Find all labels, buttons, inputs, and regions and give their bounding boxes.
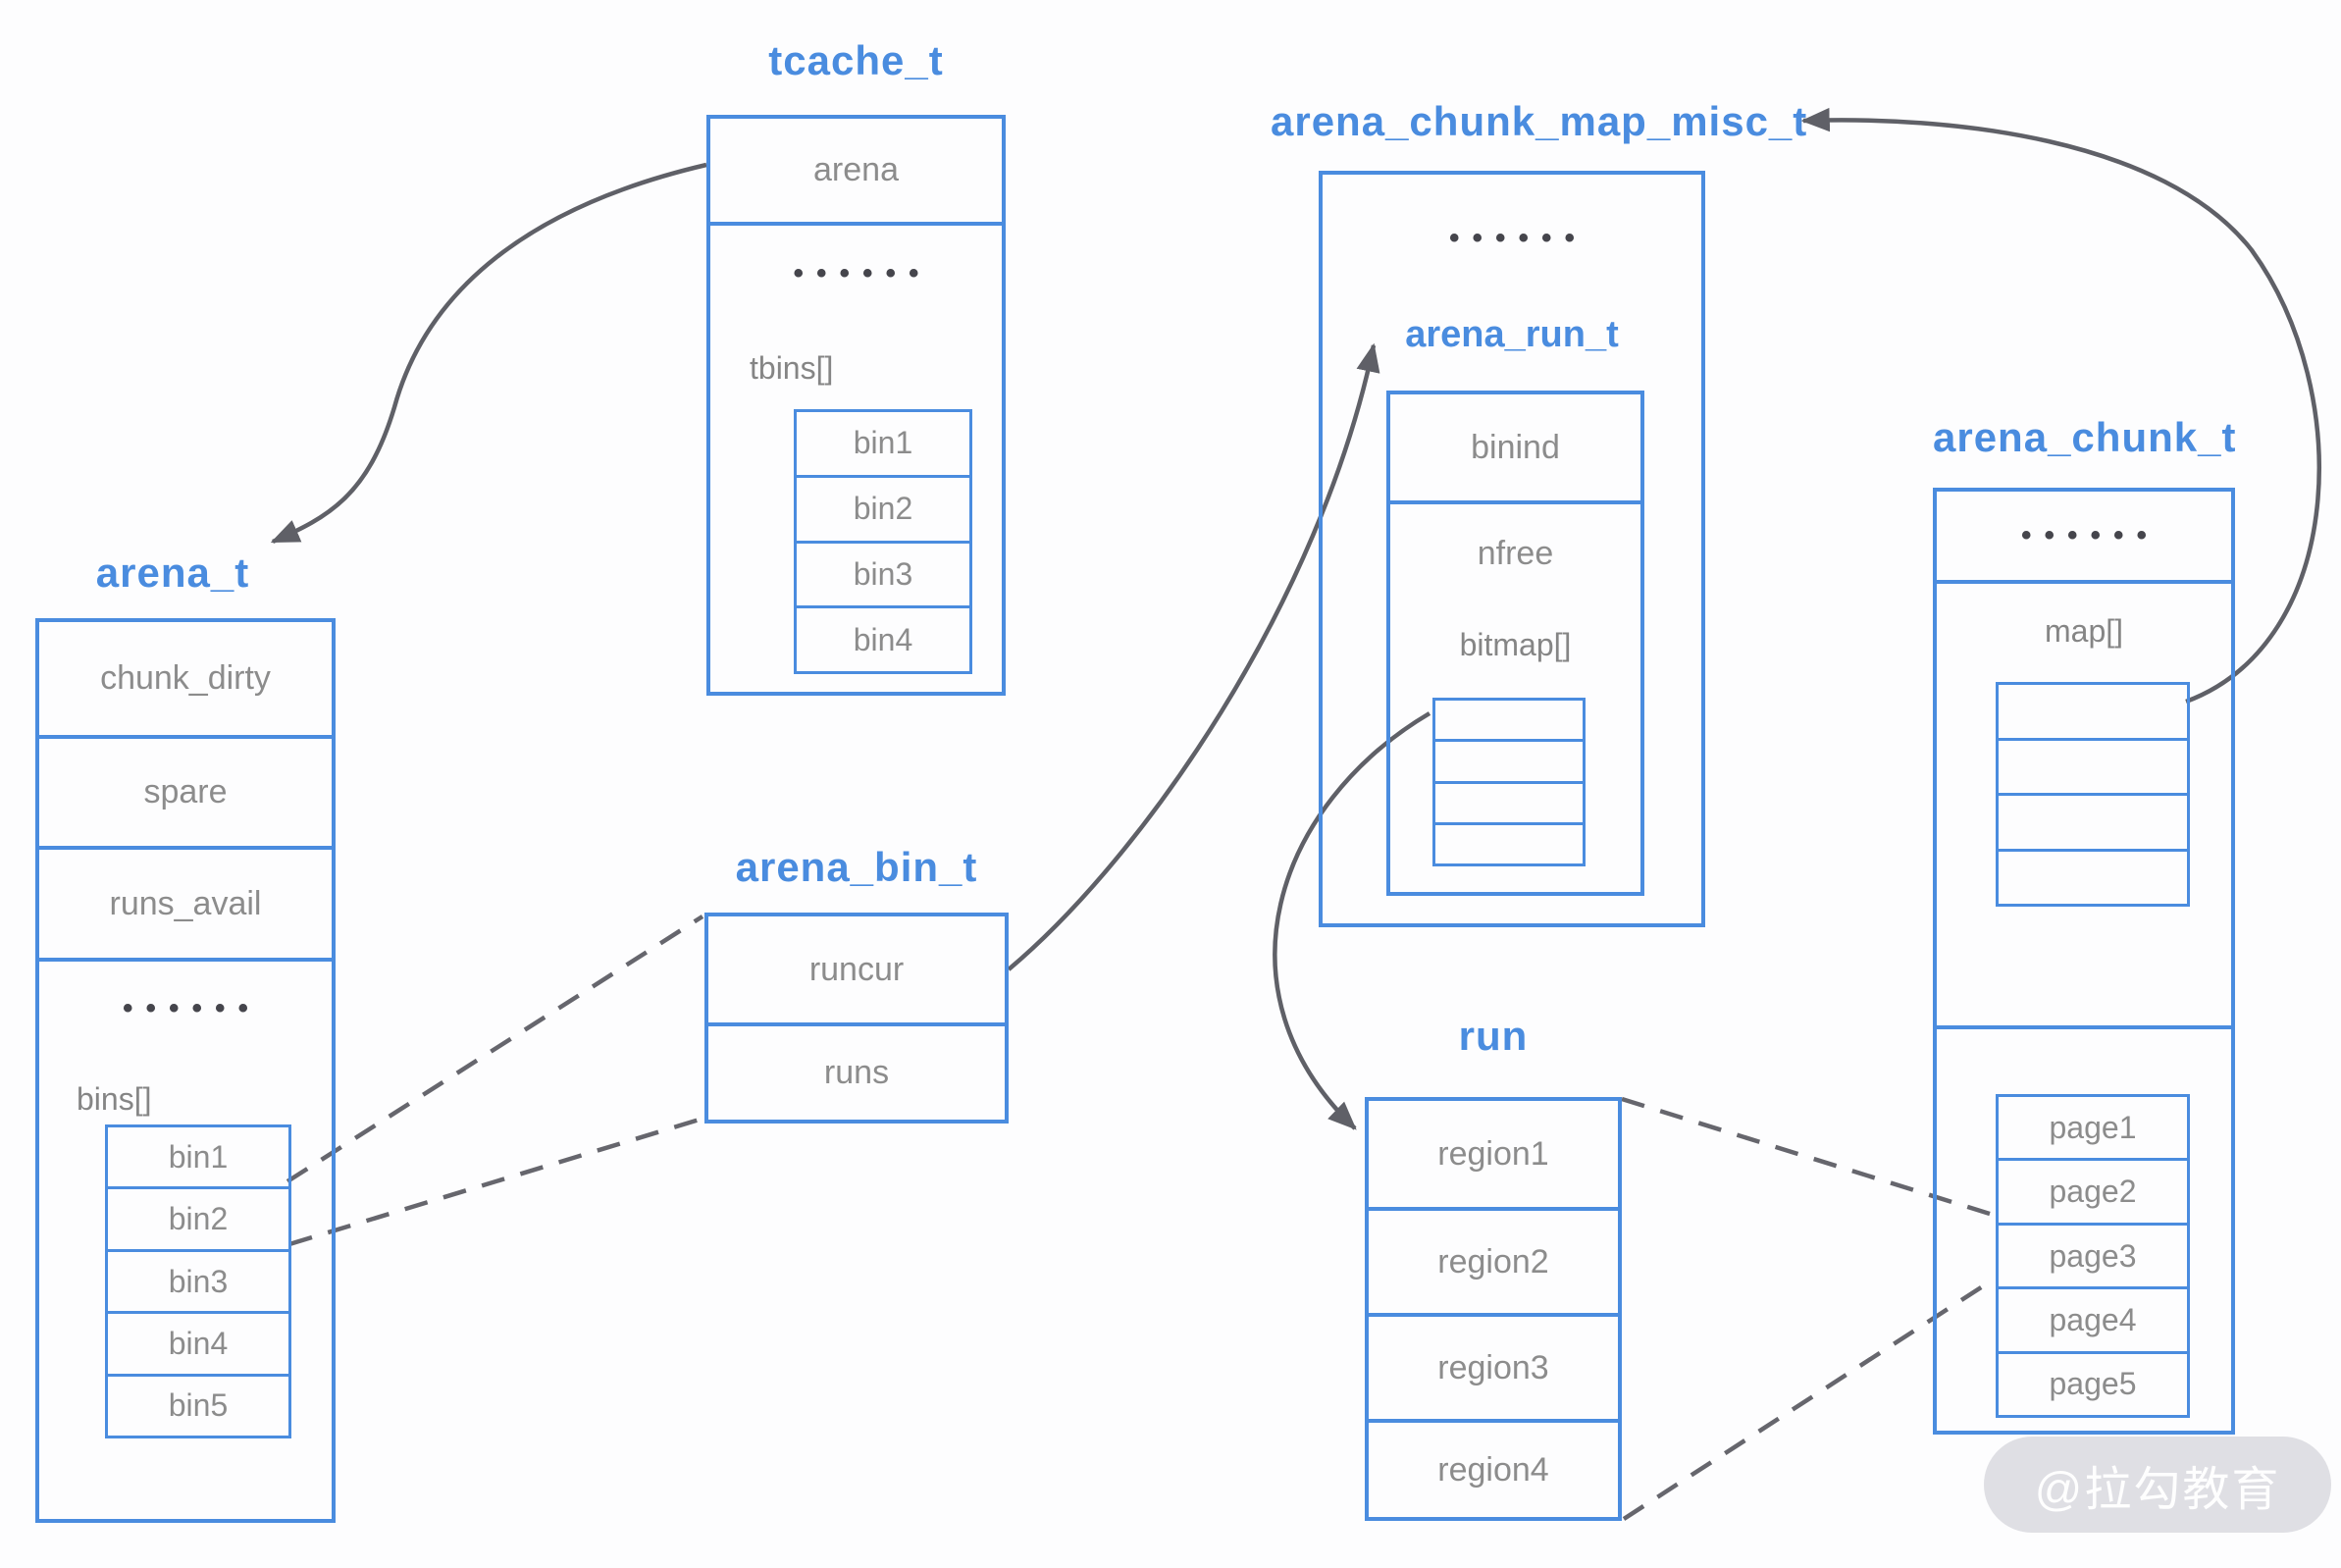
- bitmap-cell: [1435, 701, 1583, 739]
- watermark-badge: @拉勾教育: [1984, 1437, 2331, 1533]
- map-stack: [1996, 682, 2190, 907]
- bins-cell: bin4: [108, 1311, 288, 1373]
- tcache-t-title: tcache_t: [768, 37, 944, 83]
- arena-field-spare: spare: [39, 735, 332, 846]
- page-cell: page3: [1999, 1222, 2187, 1286]
- map-array-label: map[]: [2044, 613, 2124, 649]
- bitmap-stack: [1432, 698, 1586, 866]
- arena-t-box: chunk_dirty spare runs_avail •••••• bins…: [35, 618, 336, 1523]
- page-cell: page5: [1999, 1350, 2187, 1415]
- map-cell: [1999, 685, 2187, 738]
- bins-array-label: bins[]: [77, 1081, 152, 1117]
- ellipsis-dots: ••••••: [793, 256, 932, 289]
- arena-run-field-binind: binind: [1471, 428, 1560, 466]
- page-cell: page1: [2049, 1109, 2137, 1145]
- arena-bin-field-runcur: runcur: [808, 950, 905, 988]
- arena-ellipsis-row: ••••••: [39, 958, 332, 1056]
- arena-field-runs-avail: runs_avail: [39, 846, 332, 958]
- chunk-ellipsis-row: ••••••: [1937, 492, 2231, 580]
- run-region2: region2: [1369, 1207, 1618, 1313]
- bitmap-cell: [1435, 821, 1583, 863]
- tbins-cell: bin4: [797, 605, 969, 671]
- chunk-map-section: map[]: [1937, 580, 2231, 1025]
- arena-run-t-label: arena_run_t: [1405, 314, 1619, 355]
- arena-bin-t-box: runcur runs: [704, 913, 1009, 1124]
- page-cell: page4: [1999, 1286, 2187, 1350]
- arena-field-chunk-dirty: chunk_dirty: [100, 659, 271, 697]
- run-region3: region3: [1369, 1313, 1618, 1419]
- run-title: run: [1458, 1013, 1529, 1059]
- arena-chunk-map-misc-t-title: arena_chunk_map_misc_t: [1271, 98, 1808, 144]
- arrow-tcache-arena-to-arena-t: [270, 162, 707, 545]
- page-cell: page2: [1999, 1158, 2187, 1222]
- run-box: region1 region2 region3 region4: [1365, 1097, 1622, 1521]
- bins-cell: bin5: [108, 1373, 288, 1436]
- bitmap-cell: [1435, 780, 1583, 822]
- bitmap-section: bitmap[]: [1390, 603, 1640, 892]
- map-cell: [1999, 737, 2187, 794]
- run-region4: region4: [1369, 1419, 1618, 1517]
- arena-bin-t-title: arena_bin_t: [735, 844, 978, 890]
- dash-bin1-to-arena-bin-t: [286, 915, 704, 1183]
- map-cell: [1999, 793, 2187, 849]
- run-region1: region1: [1437, 1134, 1549, 1173]
- map-cell: [1999, 848, 2187, 905]
- arena-t-title: arena_t: [95, 549, 250, 596]
- tbins-cell: bin1: [853, 425, 913, 461]
- dash-bin2-to-arena-bin-t: [288, 1116, 703, 1247]
- tbins-cell: bin2: [797, 474, 969, 541]
- arena-run-field-nfree: nfree: [1390, 500, 1640, 603]
- tcache-ellipsis-row: ••••••: [710, 222, 1002, 321]
- ellipsis-dots: ••••••: [1448, 222, 1588, 254]
- bins-cell: bin3: [108, 1248, 288, 1311]
- misc-inner-area: •••••• arena_run_t binind nfree bitmap[]: [1323, 175, 1701, 923]
- bins-cell: bin1: [168, 1138, 229, 1175]
- tcache-field-arena: arena: [813, 151, 899, 188]
- misc-ellipsis-row: ••••••: [1323, 184, 1701, 292]
- arena-chunk-map-misc-t-box: •••••• arena_run_t binind nfree bitmap[]: [1319, 171, 1705, 927]
- tbins-array-label: tbins[]: [750, 350, 834, 386]
- bins-cell: bin2: [108, 1186, 288, 1248]
- ellipsis-dots: ••••••: [122, 992, 262, 1024]
- ellipsis-dots: ••••••: [2020, 519, 2160, 551]
- arena-bin-field-runs: runs: [708, 1022, 1005, 1120]
- arena-run-t-box: binind nfree bitmap[]: [1386, 391, 1644, 896]
- bitmap-cell: [1435, 739, 1583, 780]
- arena-chunk-t-title: arena_chunk_t: [1933, 414, 2237, 460]
- bitmap-array-label: bitmap[]: [1459, 627, 1572, 662]
- tbins-cell: bin3: [797, 540, 969, 606]
